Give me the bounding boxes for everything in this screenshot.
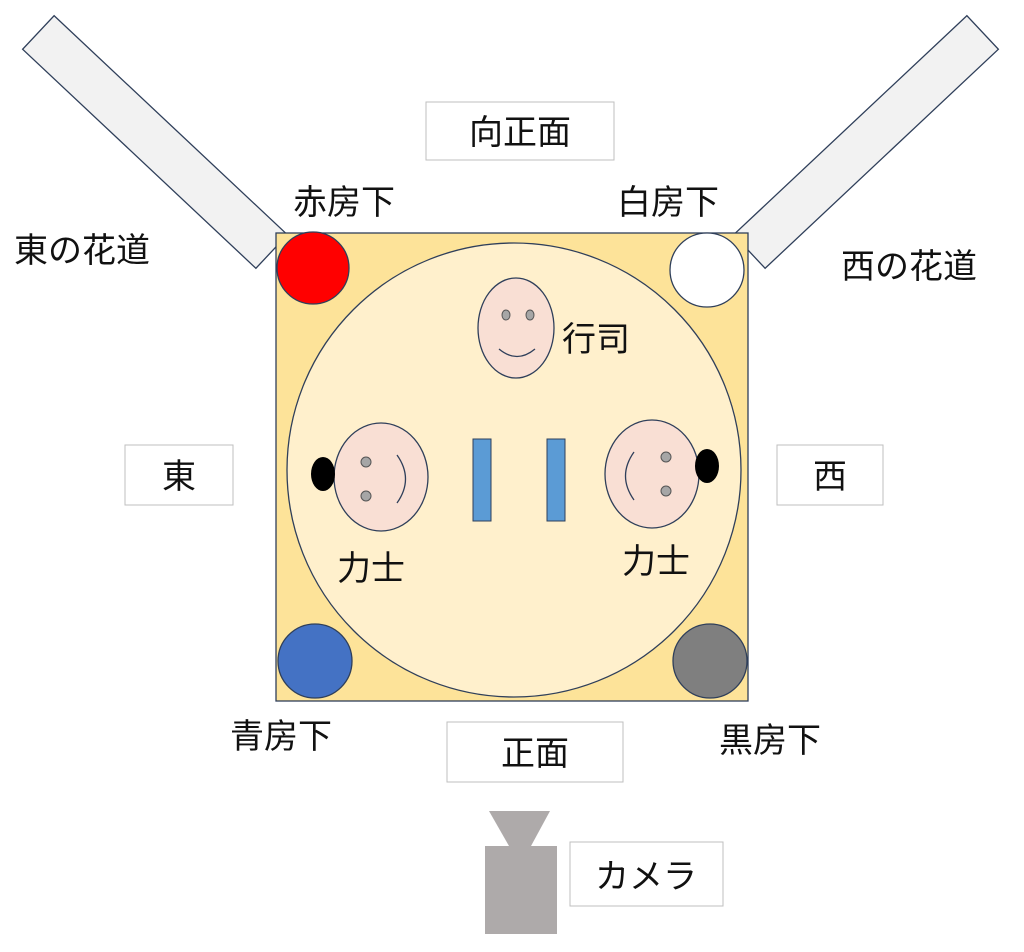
- shoumen-label-box: 正面: [446, 721, 624, 783]
- akabusa-tassel: [276, 231, 350, 305]
- higashi-label: 東: [162, 457, 196, 497]
- west-rikishi-face-icon: [604, 419, 700, 529]
- higashi-hanamichi-label: 東の花道: [14, 231, 150, 271]
- mukou-shoumen-label: 向正面: [469, 113, 571, 153]
- east-hanamichi-walkway: [21, 14, 289, 270]
- gyoji-face-icon: [477, 277, 555, 379]
- nishi-label-box: 西: [776, 444, 884, 506]
- dohyo-ring: [286, 242, 742, 698]
- akabusa-label: 赤房下: [293, 183, 395, 223]
- camera-label-box: カメラ: [569, 841, 724, 907]
- shikiri-line-east: [472, 438, 492, 522]
- aobusa-label: 青房下: [230, 717, 332, 757]
- shikiri-line-west: [546, 438, 566, 522]
- camera-label: カメラ: [595, 857, 697, 897]
- mukou-shoumen-label-box: 向正面: [425, 101, 615, 161]
- nishi-hanamichi-label: 西の花道: [841, 247, 977, 287]
- east-rikishi-face-icon: [333, 422, 429, 532]
- west-hanamichi-walkway: [732, 14, 1000, 270]
- shoumen-label: 正面: [501, 734, 569, 774]
- camera-icon: [485, 811, 557, 934]
- kurobusa-tassel: [672, 623, 748, 699]
- kurobusa-label: 黒房下: [719, 721, 821, 761]
- east-rikishi-label: 力士: [337, 549, 405, 589]
- west-rikishi-topknot: [695, 449, 719, 483]
- nishi-label: 西: [813, 457, 847, 497]
- shirobusa-tassel: [669, 232, 745, 308]
- shirobusa-label: 白房下: [617, 183, 719, 223]
- gyoji-label: 行司: [562, 320, 630, 360]
- east-rikishi-topknot: [311, 457, 335, 491]
- higashi-label-box: 東: [124, 444, 234, 506]
- west-rikishi-label: 力士: [622, 542, 690, 582]
- aobusa-tassel: [277, 623, 353, 699]
